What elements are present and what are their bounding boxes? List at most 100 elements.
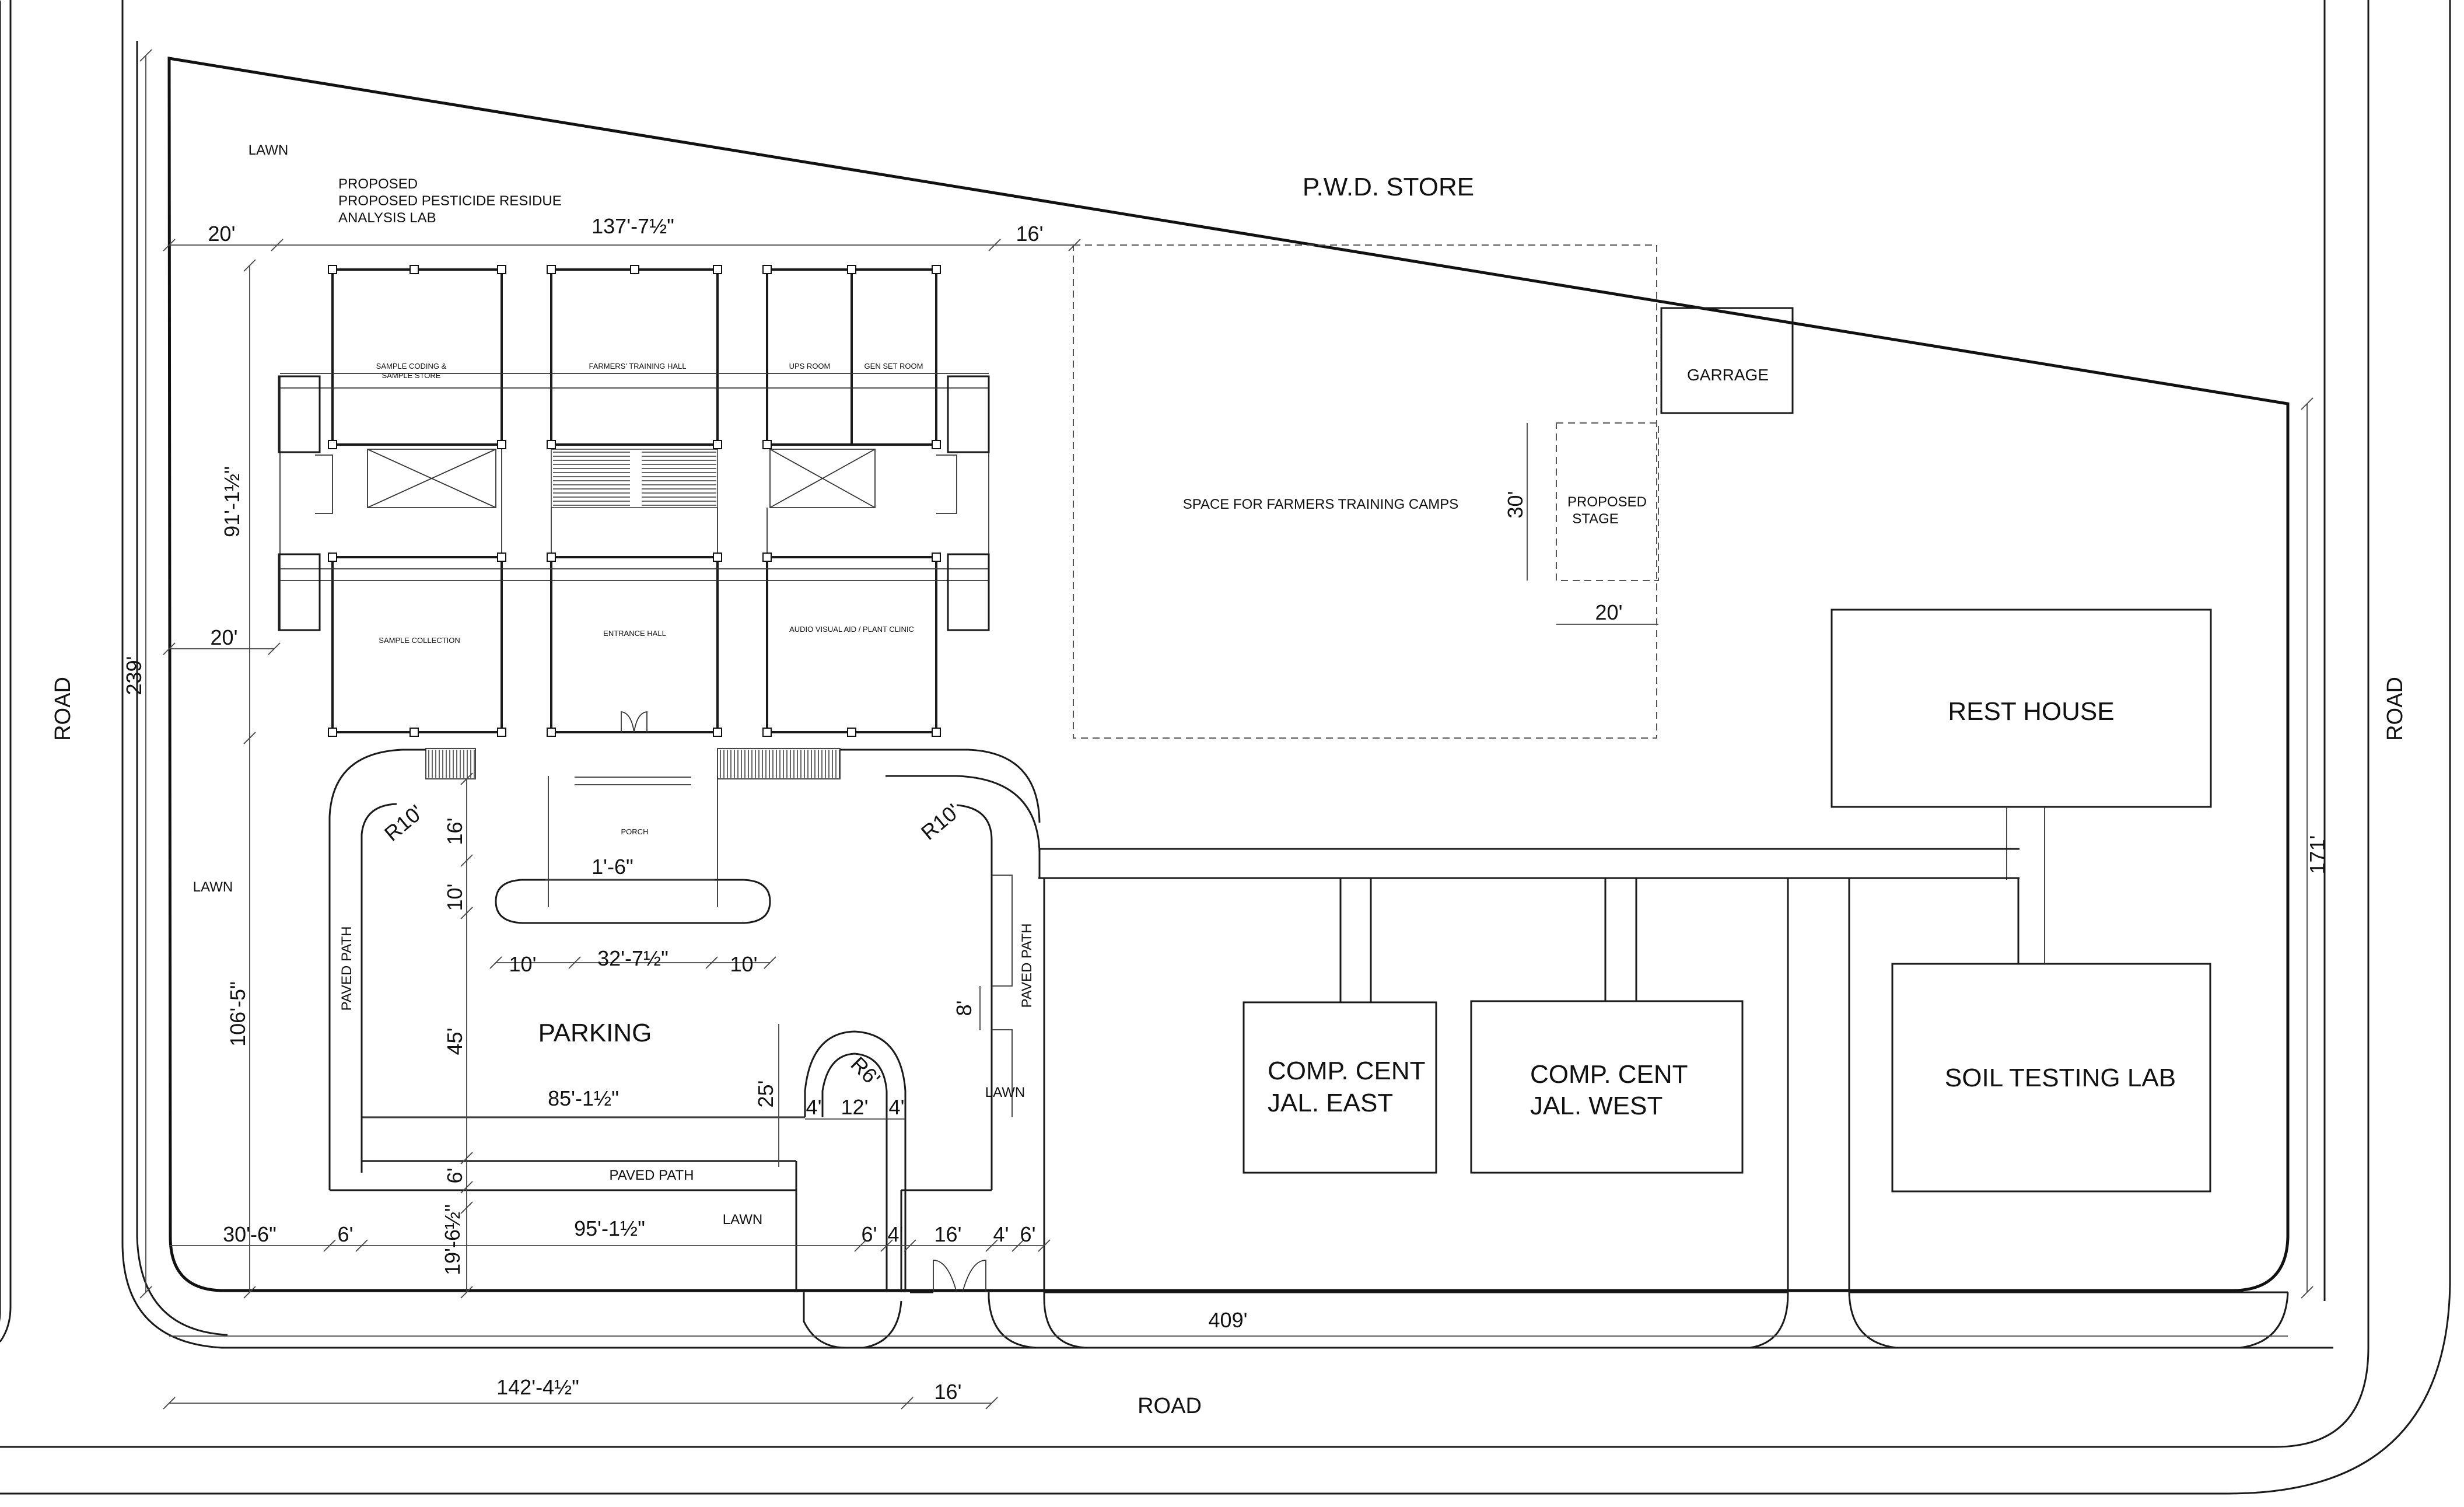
soil-testing-lab-building [1891, 963, 2211, 1193]
comp-west-building [1470, 1000, 1744, 1174]
dim-10-a: 10' [509, 952, 537, 976]
road-left-label: ROAD [51, 677, 75, 741]
site-labels: ROAD ROAD ROAD P.W.D. STORE GARRAGE SPAC… [51, 142, 2407, 1418]
column [328, 265, 337, 274]
comp-west-label-1: COMP. CENT [1530, 1060, 1688, 1089]
column [847, 265, 856, 274]
column [410, 728, 419, 737]
road-right-label: ROAD [2383, 677, 2407, 741]
dim-30-stage: 30' [1503, 491, 1527, 519]
room-entrance-hall: ENTRANCE HALL [603, 629, 666, 638]
comp-east-building [1242, 1001, 1437, 1174]
lawn-top-label: LAWN [249, 142, 288, 158]
column [762, 728, 772, 737]
space-camps-label: SPACE FOR FARMERS TRAINING CAMPS [1183, 496, 1459, 512]
column [932, 553, 941, 562]
column [547, 440, 556, 449]
column [547, 553, 556, 562]
column [328, 728, 337, 737]
dim-19-6: 19'-6½" [440, 1204, 464, 1275]
parking-label: PARKING [538, 1019, 652, 1047]
column [328, 553, 337, 562]
dim-1-6: 1'-6" [592, 855, 634, 879]
soil-lab-label: SOIL TESTING LAB [1945, 1064, 2176, 1092]
dim-r10-left: R10' [380, 800, 428, 845]
proposed-title-3: ANALYSIS LAB [338, 210, 436, 226]
dim-20-stage: 20' [1595, 600, 1623, 624]
dim-4-a: 4' [806, 1095, 822, 1119]
room-sample-coding-1: SAMPLE CODING & [376, 362, 447, 370]
dimension-lines [139, 49, 2314, 1410]
lawn-bottom-label: LAWN [723, 1212, 762, 1228]
comp-east-label-2: JAL. EAST [1268, 1089, 1393, 1117]
column [713, 440, 722, 449]
dim-6-a: 6' [338, 1222, 354, 1246]
column [630, 265, 639, 274]
dim-171: 171' [2305, 835, 2329, 875]
dim-25: 25' [754, 1081, 778, 1108]
column [932, 265, 941, 274]
column [932, 728, 941, 737]
dim-137: 137'-7½" [592, 214, 674, 238]
dim-95: 95'-1½" [574, 1216, 645, 1240]
column [762, 265, 772, 274]
lawn-left-label: LAWN [193, 879, 233, 895]
proposed-stage-label-2: STAGE [1572, 511, 1619, 527]
dim-6-path: 6' [443, 1168, 467, 1184]
room-labels: SAMPLE CODING & SAMPLE STORE FARMERS' TR… [376, 362, 923, 645]
column [847, 728, 856, 737]
comp-west-label-2: JAL. WEST [1530, 1092, 1662, 1120]
column [932, 440, 941, 449]
building-steps [425, 748, 841, 779]
dim-12: 12' [841, 1095, 869, 1119]
dim-32: 32'-7½" [597, 946, 668, 970]
column [410, 265, 419, 274]
column [762, 553, 772, 562]
main-building [278, 265, 990, 737]
column [713, 553, 722, 562]
room-sample-collection: SAMPLE COLLECTION [379, 636, 460, 645]
column [328, 440, 337, 449]
dim-30-6: 30'-6" [223, 1222, 276, 1246]
dim-6-b: 6' [862, 1222, 877, 1246]
dim-20-mid: 20' [211, 625, 238, 649]
dim-16-top: 16' [1016, 222, 1044, 246]
paved-path-bottom-label: PAVED PATH [610, 1167, 694, 1183]
dim-4-b: 4' [889, 1095, 905, 1119]
paved-path-left-label: PAVED PATH [339, 926, 355, 1011]
dim-20-top: 20' [208, 222, 236, 246]
dim-16-porch: 16' [443, 818, 467, 845]
dim-16-bottom: 16' [935, 1380, 962, 1404]
column [497, 440, 506, 449]
paved-path-right-label: PAVED PATH [1019, 924, 1035, 1008]
dim-8: 8' [952, 1001, 976, 1016]
rest-house-building [1831, 609, 2212, 808]
dim-45: 45' [443, 1028, 467, 1055]
internal-paths [886, 775, 2289, 1349]
dim-10-porch: 10' [443, 884, 467, 911]
porch-label: PORCH [621, 827, 649, 836]
column [547, 265, 556, 274]
dim-10-b: 10' [730, 952, 758, 976]
room-farmers-hall: FARMERS' TRAINING HALL [589, 362, 687, 370]
room-audio-visual: AUDIO VISUAL AID / PLANT CLINIC [789, 625, 914, 634]
proposed-title-1: PROPOSED [338, 176, 418, 192]
rest-house-label: REST HOUSE [1948, 697, 2114, 726]
dimension-labels: 20' 137'-7½" 16' 91'-1½" 20' 239' 106'-5… [122, 214, 2329, 1404]
road-bottom-label: ROAD [1138, 1394, 1202, 1418]
column [713, 728, 722, 737]
dim-106: 106'-5" [226, 981, 250, 1047]
room-ups: UPS ROOM [789, 362, 831, 370]
dim-16-gate: 16' [935, 1222, 962, 1246]
column [547, 728, 556, 737]
dim-6-c: 6' [1020, 1222, 1036, 1246]
dim-85: 85'-1½" [548, 1086, 619, 1110]
dim-91: 91'-1½" [220, 466, 244, 537]
room-sample-coding-2: SAMPLE STORE [382, 371, 441, 380]
column [713, 265, 722, 274]
pwd-store-label: P.W.D. STORE [1303, 173, 1474, 201]
garrage-label: GARRAGE [1687, 366, 1769, 384]
column [497, 728, 506, 737]
